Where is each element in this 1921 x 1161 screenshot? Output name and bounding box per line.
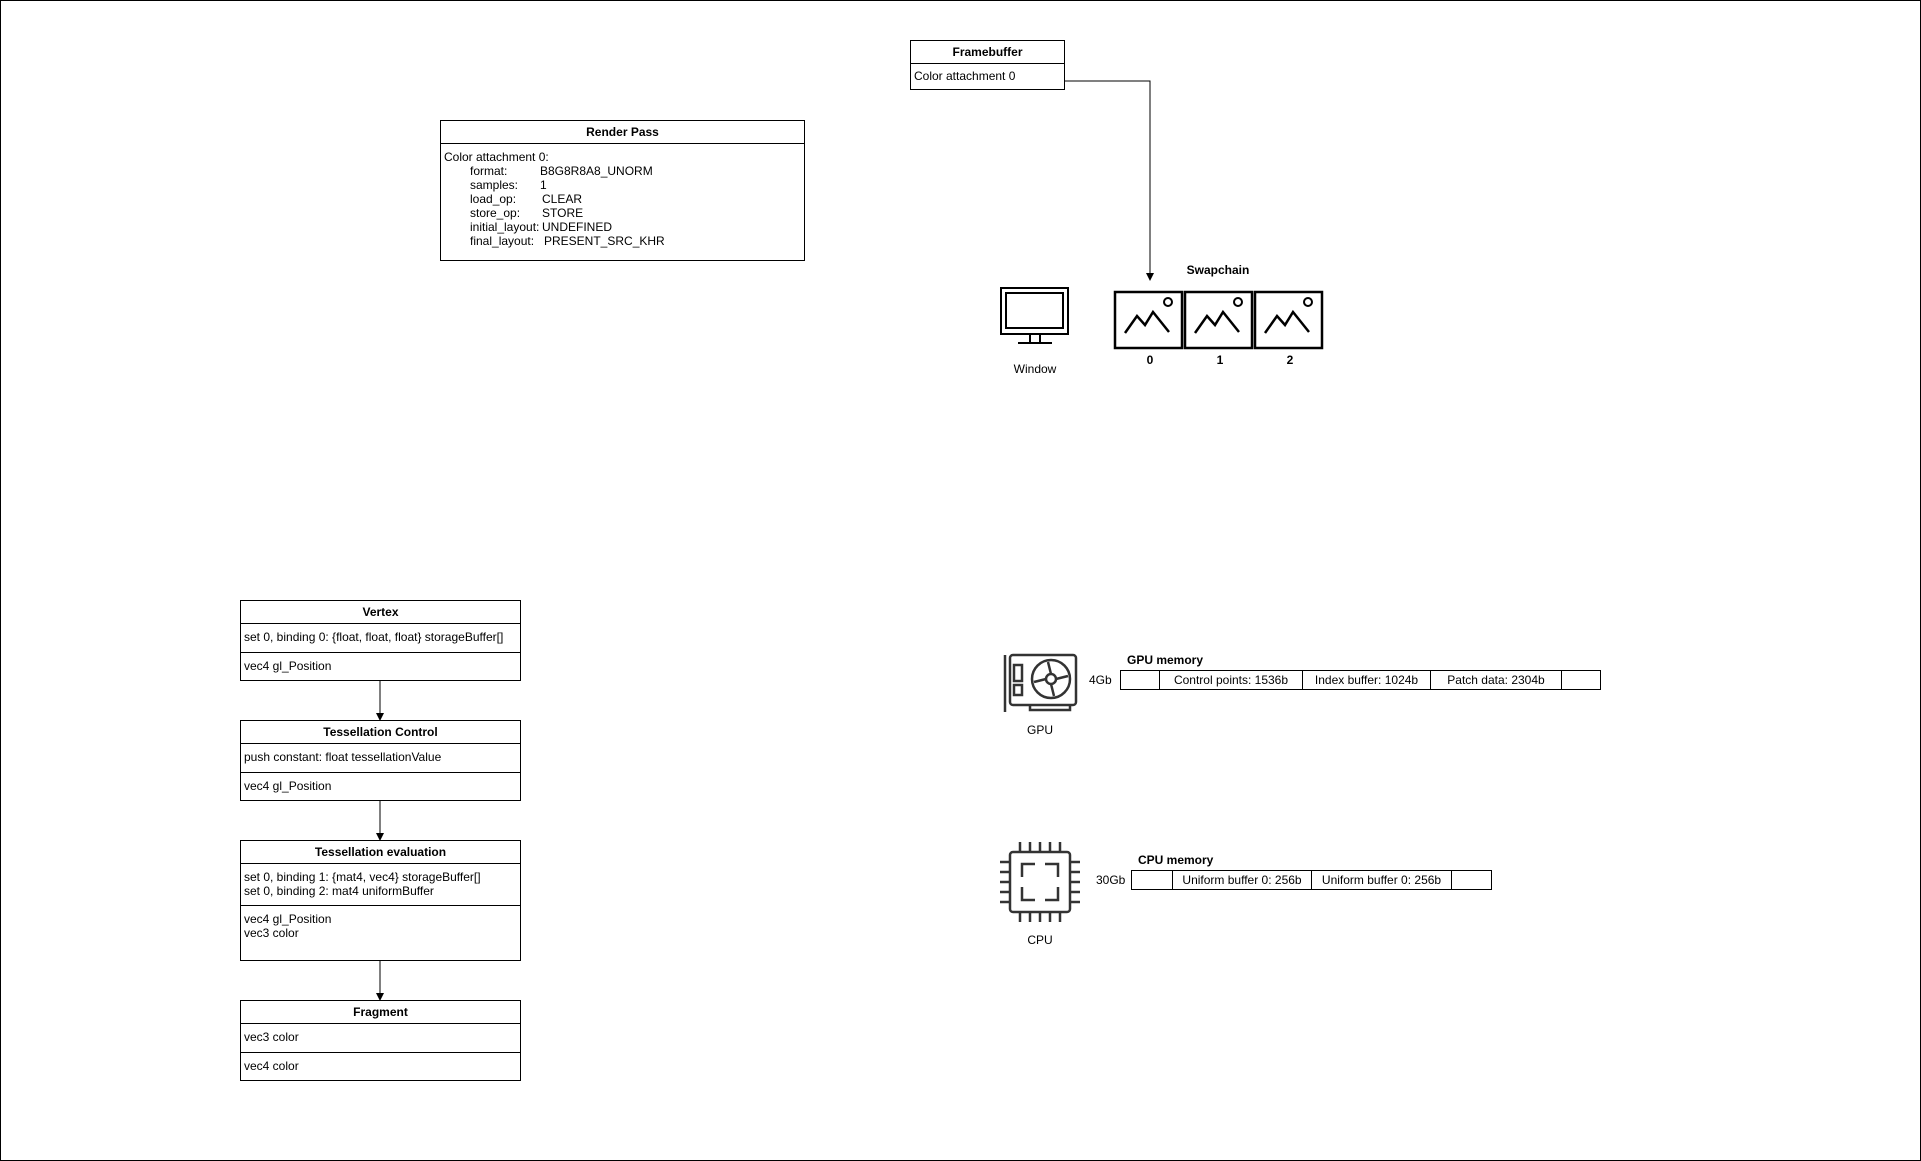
swapchain-image-0-icon [1113,290,1184,350]
cpu-chip-icon [1000,842,1080,922]
render-pass-field: store_op:STORE [470,206,584,220]
cpu-memory-bar: Uniform buffer 0: 256b Uniform buffer 0:… [1131,870,1492,890]
shader-output: vec3 color [244,926,299,940]
render-pass-field-list: format:B8G8R8A8_UNORM samples:1 load_op:… [444,164,801,248]
render-pass-box: Render Pass Color attachment 0: format:B… [440,120,805,261]
shader-output: vec4 gl_Position [244,659,332,673]
tess-control-shader-title: Tessellation Control [241,721,520,744]
tess-eval-shader-inputs: set 0, binding 1: {mat4, vec4} storageBu… [241,864,520,906]
graphics-card-icon [1003,653,1078,712]
fragment-shader-inputs: vec3 color [241,1024,520,1053]
render-pass-field: samples:1 [470,178,547,192]
cpu-memory-title: CPU memory [1138,853,1214,867]
tess-control-shader-outputs: vec4 gl_Position [241,773,520,795]
shader-input: set 0, binding 0: {float, float, float} … [244,630,504,644]
tess-control-shader-inputs: push constant: float tessellationValue [241,744,520,773]
shader-output: vec4 gl_Position [244,779,332,793]
render-pass-field: format:B8G8R8A8_UNORM [470,164,653,178]
shader-input: set 0, binding 2: mat4 uniformBuffer [244,884,434,898]
cpu-memory-size: 30Gb [1096,873,1126,887]
shader-input: set 0, binding 1: {mat4, vec4} storageBu… [244,870,481,884]
shader-output: vec4 gl_Position [244,912,332,926]
gpu-label: GPU [1026,723,1053,737]
framebuffer-box: Framebuffer Color attachment 0 [910,40,1065,90]
memory-segment: Index buffer: 1024b [1303,671,1431,689]
shader-input: vec3 color [244,1030,299,1044]
memory-segment-free [1132,871,1173,889]
memory-segment: Uniform buffer 0: 256b [1312,871,1452,889]
vertex-shader-box: Vertex set 0, binding 0: {float, float, … [240,600,521,681]
memory-segment-free [1562,671,1600,689]
memory-segment-free [1452,871,1491,889]
gpu-memory-bar: Control points: 1536b Index buffer: 1024… [1120,670,1601,690]
memory-segment: Control points: 1536b [1160,671,1303,689]
fragment-shader-title: Fragment [241,1001,520,1024]
swapchain-image-1-icon [1183,290,1254,350]
memory-segment: Patch data: 2304b [1431,671,1562,689]
framebuffer-attachment: Color attachment 0 [914,69,1016,83]
swapchain-image-0-label: 0 [1146,353,1154,367]
vertex-shader-outputs: vec4 gl_Position [241,653,520,675]
tess-eval-shader-outputs: vec4 gl_Position vec3 color [241,906,520,942]
render-pass-title: Render Pass [441,121,804,144]
render-pass-field: load_op:CLEAR [470,192,583,206]
memory-segment-free [1121,671,1160,689]
tess-control-shader-box: Tessellation Control push constant: floa… [240,720,521,801]
fragment-shader-box: Fragment vec3 color vec4 color [240,1000,521,1081]
fragment-shader-outputs: vec4 color [241,1053,520,1075]
swapchain-image-1-label: 1 [1216,353,1224,367]
shader-input: push constant: float tessellationValue [244,750,442,764]
render-pass-heading: Color attachment 0: [444,150,549,164]
vertex-shader-inputs: set 0, binding 0: {float, float, float} … [241,624,520,653]
tess-eval-shader-title: Tessellation evaluation [241,841,520,864]
swapchain-image-2-icon [1253,290,1324,350]
render-pass-field: initial_layout:UNDEFINED [470,220,613,234]
swapchain-title: Swapchain [1186,263,1250,277]
framebuffer-title: Framebuffer [911,41,1064,64]
memory-segment: Uniform buffer 0: 256b [1173,871,1312,889]
shader-output: vec4 color [244,1059,299,1073]
swapchain-image-2-label: 2 [1286,353,1294,367]
gpu-memory-title: GPU memory [1127,653,1204,667]
cpu-label: CPU [1027,933,1053,947]
gpu-memory-size: 4Gb [1089,673,1112,687]
monitor-icon [1000,287,1069,344]
render-pass-field: final_layout:PRESENT_SRC_KHR [470,234,665,248]
render-pass-attachment: Color attachment 0: format:B8G8R8A8_UNOR… [441,144,804,250]
window-label: Window [1013,362,1057,376]
vertex-shader-title: Vertex [241,601,520,624]
framebuffer-to-swapchain-arrow [1064,80,1154,281]
tess-eval-shader-box: Tessellation evaluation set 0, binding 1… [240,840,521,961]
